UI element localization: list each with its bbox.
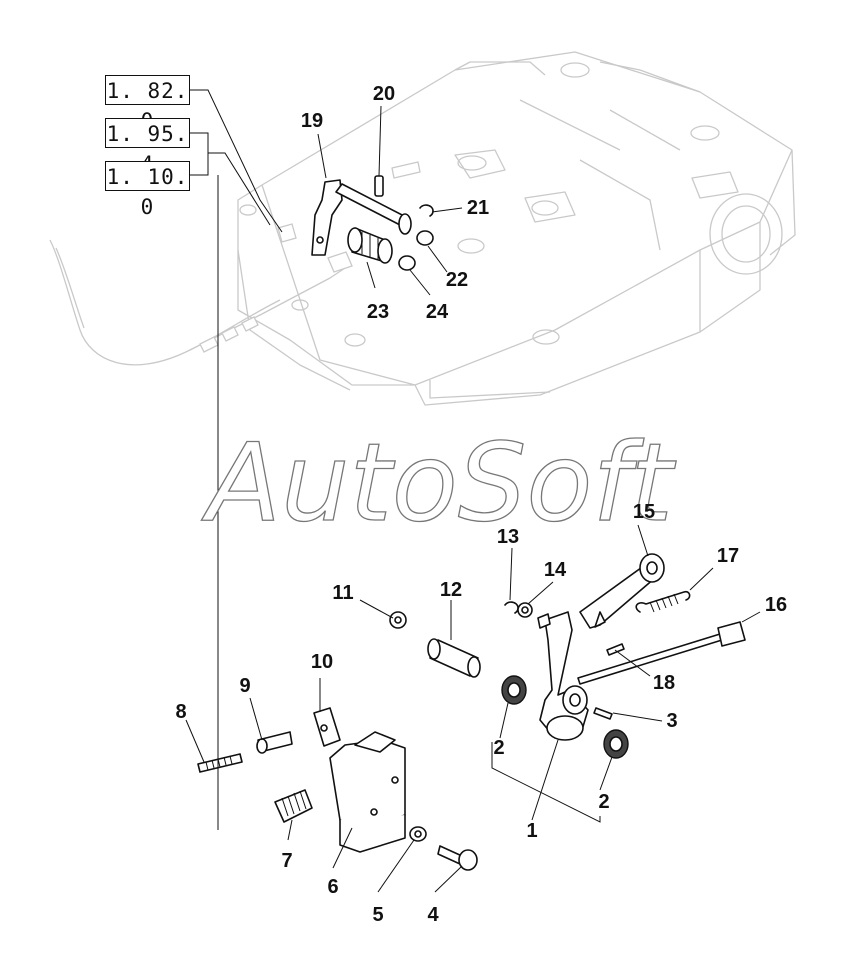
part-24-oring[interactable] bbox=[398, 255, 416, 271]
part-12-shaft[interactable] bbox=[427, 638, 481, 678]
part-7-spring[interactable] bbox=[274, 789, 313, 823]
callout-20[interactable]: 20 bbox=[373, 83, 395, 105]
part-9-bushing[interactable] bbox=[256, 731, 293, 754]
part-2-sleeve-lower[interactable] bbox=[603, 729, 629, 759]
part-15-arm[interactable] bbox=[579, 553, 665, 629]
part-10-block[interactable] bbox=[313, 707, 341, 747]
part-16-rod[interactable] bbox=[577, 621, 746, 685]
callout-10[interactable]: 10 bbox=[311, 651, 333, 673]
part-14-washer[interactable] bbox=[517, 602, 533, 618]
reference-box-1-82-0[interactable]: 1. 82. 0 bbox=[105, 75, 190, 133]
callout-6[interactable]: 6 bbox=[327, 876, 338, 898]
callout-15[interactable]: 15 bbox=[633, 501, 655, 523]
callout-7[interactable]: 7 bbox=[281, 850, 292, 872]
callout-8[interactable]: 8 bbox=[175, 701, 186, 723]
reference-box-1-10-0[interactable]: 1. 10. 0 bbox=[105, 161, 190, 219]
leader-lines bbox=[185, 89, 761, 893]
callout-14[interactable]: 14 bbox=[544, 559, 567, 581]
callout-24[interactable]: 24 bbox=[426, 301, 449, 323]
part-17-spring[interactable] bbox=[635, 590, 691, 613]
part-11-nut[interactable] bbox=[389, 611, 407, 629]
part-19-lever[interactable] bbox=[311, 179, 412, 256]
part-1-selector-arm[interactable] bbox=[537, 611, 589, 741]
watermark-text: AutoSoft bbox=[201, 421, 676, 546]
callout-2-upper[interactable]: 2 bbox=[493, 737, 504, 759]
callout-16[interactable]: 16 bbox=[765, 594, 787, 616]
callout-12[interactable]: 12 bbox=[440, 579, 462, 601]
part-21-clip[interactable] bbox=[419, 204, 434, 217]
part-22-oring[interactable] bbox=[416, 230, 434, 246]
callout-3[interactable]: 3 bbox=[666, 710, 677, 732]
part-2-sleeve-upper[interactable] bbox=[501, 675, 527, 705]
callout-2-lower[interactable]: 2 bbox=[598, 791, 609, 813]
reference-box-1-95-4[interactable]: 1. 95. 4 bbox=[105, 118, 190, 176]
part-3-pin[interactable] bbox=[593, 707, 613, 720]
callout-19[interactable]: 19 bbox=[301, 110, 323, 132]
callout-13[interactable]: 13 bbox=[497, 526, 519, 548]
callout-labels: 19 20 21 22 23 24 13 14 15 17 11 12 16 1… bbox=[175, 83, 787, 926]
callout-1[interactable]: 1 bbox=[526, 820, 537, 842]
part-20-pin[interactable] bbox=[374, 175, 384, 197]
callout-11[interactable]: 11 bbox=[332, 582, 353, 604]
callout-17[interactable]: 17 bbox=[717, 545, 739, 567]
callout-21[interactable]: 21 bbox=[467, 197, 489, 219]
part-8-stud[interactable] bbox=[197, 753, 243, 773]
part-4-bolt[interactable] bbox=[437, 845, 478, 871]
callout-23[interactable]: 23 bbox=[367, 301, 389, 323]
callout-4[interactable]: 4 bbox=[427, 904, 439, 926]
transmission-housing bbox=[49, 51, 796, 406]
part-5-washer[interactable] bbox=[409, 826, 427, 842]
part-23-bushing[interactable] bbox=[347, 227, 393, 264]
part-13-circlip[interactable] bbox=[504, 601, 519, 614]
callout-22[interactable]: 22 bbox=[446, 269, 468, 291]
part-18-pin[interactable] bbox=[606, 643, 625, 656]
part-6-bracket[interactable] bbox=[329, 731, 406, 853]
callout-5[interactable]: 5 bbox=[372, 904, 383, 926]
callout-18[interactable]: 18 bbox=[653, 672, 675, 694]
callout-9[interactable]: 9 bbox=[239, 675, 250, 697]
